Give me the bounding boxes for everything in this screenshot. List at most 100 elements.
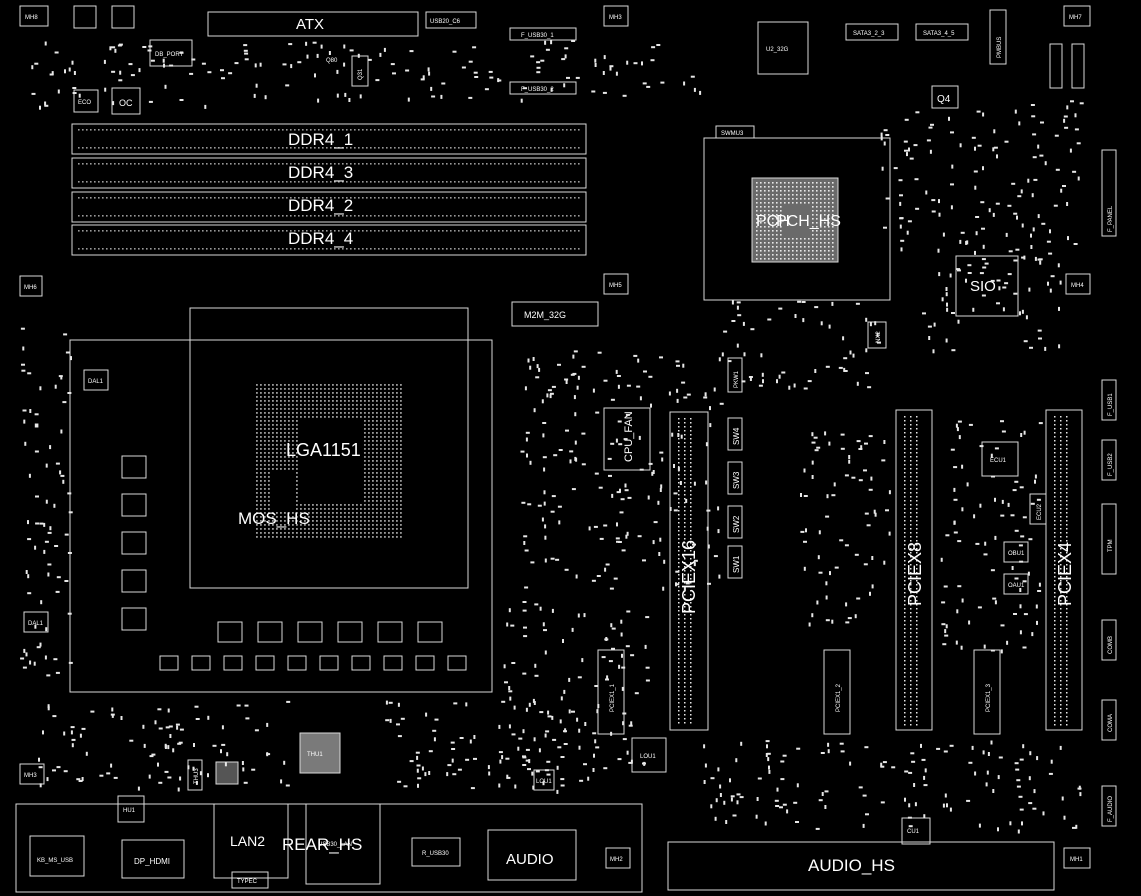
- mh3-top-label: MH3: [609, 15, 622, 21]
- sw2-label: SW2: [732, 515, 741, 533]
- f-usb30-2-header: [509, 81, 577, 95]
- lan2-port: [213, 803, 289, 879]
- kb-ms-usb-port: [29, 835, 85, 877]
- dimm-slot-ddr4-1: DDR4_1: [71, 123, 587, 155]
- m2m-32g-connector: [511, 301, 599, 327]
- dimm-slot-ddr4-2: DDR4_2: [71, 191, 587, 223]
- sw2-button: [727, 505, 743, 539]
- pcie-x8-slot: PCIEX8: [895, 409, 933, 731]
- vrm-chokes: [121, 455, 467, 671]
- pciex1-3-label: PCIEX1_3: [986, 683, 992, 712]
- dal1-b-label: DAL1: [28, 621, 44, 627]
- pch-heatsink-outline: [703, 137, 891, 301]
- f-usb30-2-label: F_USB30_2: [521, 87, 554, 93]
- mounting-hole-mh4: [1065, 273, 1091, 295]
- ecu2-label: ECU2: [1037, 503, 1043, 520]
- thu1-label: THU1: [307, 752, 323, 758]
- ddr4-4-label: DDR4_4: [288, 229, 353, 248]
- oau1-chip: [1003, 573, 1029, 595]
- sw4-button: [727, 417, 743, 451]
- passive-components: [20, 40, 1084, 834]
- dal1-a-label: DAL1: [88, 379, 104, 385]
- sata3-4-5-connector: [915, 23, 969, 41]
- mounting-hole-mh3-bottom: [19, 763, 45, 785]
- sio-chip: [955, 255, 1019, 317]
- cu1-chip: [901, 817, 931, 845]
- ddr4-3-label: DDR4_3: [288, 163, 353, 182]
- pcie-x1-3-slot: [973, 649, 1001, 735]
- lou1-small-chip: [533, 769, 555, 791]
- q4-label: Q4: [937, 94, 951, 105]
- dal1-component-a: [83, 369, 109, 391]
- lou1-label: LOU1: [640, 754, 656, 760]
- sio-label: SIO: [970, 278, 996, 295]
- coma-label: COMA: [1108, 714, 1114, 732]
- component-top-b: [111, 5, 135, 29]
- mounting-hole-mh1: [1063, 847, 1091, 869]
- f-usb1-header: [1101, 379, 1117, 421]
- eco-label: ECO: [78, 100, 91, 106]
- mos-heatsink-outline: [69, 339, 493, 693]
- lou1-chip: [631, 737, 667, 773]
- lan2-label: LAN2: [230, 833, 265, 849]
- db-port-label: DB_PORT: [155, 52, 184, 58]
- mh7-label: MH7: [1069, 15, 1082, 21]
- pciex8-label: PCIEX8: [905, 542, 925, 606]
- audio-label: AUDIO: [506, 851, 554, 868]
- audio-hs-label: AUDIO_HS: [808, 856, 895, 875]
- mos-hs-label: MOS_HS: [238, 509, 310, 528]
- audio-jack-block: [487, 829, 577, 881]
- coma-header: [1101, 699, 1117, 741]
- usb20-c6-header: [425, 11, 477, 29]
- usb30-lan-port: [305, 803, 381, 885]
- comb-label: COMB: [1108, 636, 1114, 654]
- mounting-hole-mh2: [605, 847, 631, 869]
- f-audio-header: [1101, 785, 1117, 827]
- dal1-component-b: [23, 611, 49, 633]
- f-usb30-1-header: [509, 27, 577, 41]
- cpu-fan-header: [603, 407, 651, 471]
- pkw1-button: [727, 357, 743, 393]
- cpu-socket-outline: [189, 307, 469, 589]
- right-edge-header-b: [1071, 43, 1085, 89]
- pmbus-label: PMBUS: [997, 37, 1003, 58]
- mh3-bottom-label: MH3: [24, 773, 37, 779]
- sata3-4-5-label: SATA3_4_5: [923, 31, 955, 37]
- atx-power-connector: [207, 11, 419, 37]
- right-edge-header-a: [1049, 43, 1063, 89]
- dimm-slot-ddr4-3: DDR4_3: [71, 157, 587, 189]
- audio-heatsink-outline: [667, 841, 1055, 891]
- typec-label: TYPEC: [237, 879, 258, 885]
- obu1-label: OBU1: [1008, 551, 1025, 557]
- f-audio-label: F_AUDIO: [1108, 796, 1114, 822]
- m2m-32g-label: M2M_32G: [524, 310, 566, 320]
- mh2-label: MH2: [610, 857, 623, 863]
- comb-header: [1101, 619, 1117, 661]
- mh5-label: MH5: [609, 283, 622, 289]
- r-usb30-label: R_USB30: [422, 851, 449, 857]
- nx2-component: [867, 321, 887, 349]
- u2-32g-connector: [757, 21, 809, 75]
- thu3-label: THU3: [194, 768, 200, 784]
- f-usb2-label: F_USB2: [1108, 453, 1114, 476]
- pcie-x16-slot: PCIEX16: [669, 411, 709, 731]
- sw3-label: SW3: [732, 471, 741, 489]
- pcie-x4-slot: PCIEX4: [1045, 409, 1083, 731]
- sw3-button: [727, 461, 743, 495]
- q31-mosfet: [351, 55, 369, 87]
- component-top-a: [73, 5, 97, 29]
- f-usb2-header: [1101, 439, 1117, 481]
- mounting-hole-mh6: [19, 275, 43, 297]
- dp-hdmi-label: DP_HDMI: [134, 857, 170, 866]
- pciex16-label: PCIEX16: [679, 540, 699, 614]
- mounting-hole-mh7: [1063, 5, 1091, 27]
- sw4-label: SW4: [732, 427, 741, 445]
- mh4-label: MH4: [1071, 283, 1084, 289]
- cu1-label: CU1: [907, 829, 920, 835]
- f-usb1-label: F_USB1: [1108, 393, 1114, 416]
- tpm-label: TPM: [1108, 539, 1114, 552]
- f-panel-label: F_PANEL: [1108, 205, 1114, 232]
- oc-switch: [111, 87, 141, 115]
